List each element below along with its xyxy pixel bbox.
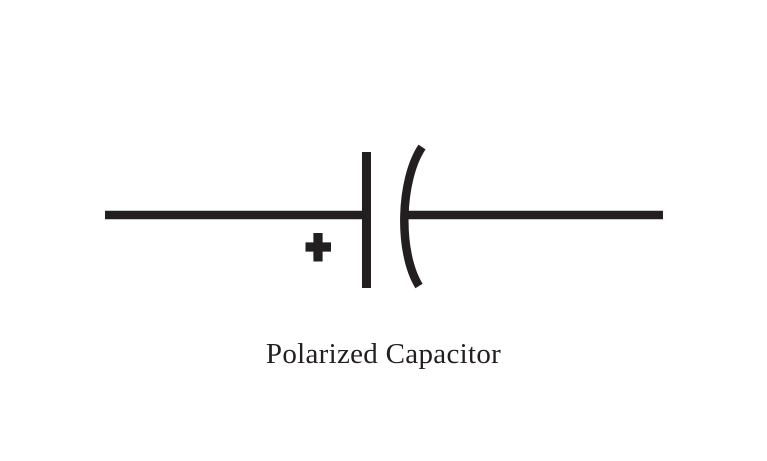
plus-sign-icon — [305, 233, 331, 262]
curved-plate-arc — [400, 144, 426, 289]
figure-caption: Polarized Capacitor — [265, 338, 502, 370]
